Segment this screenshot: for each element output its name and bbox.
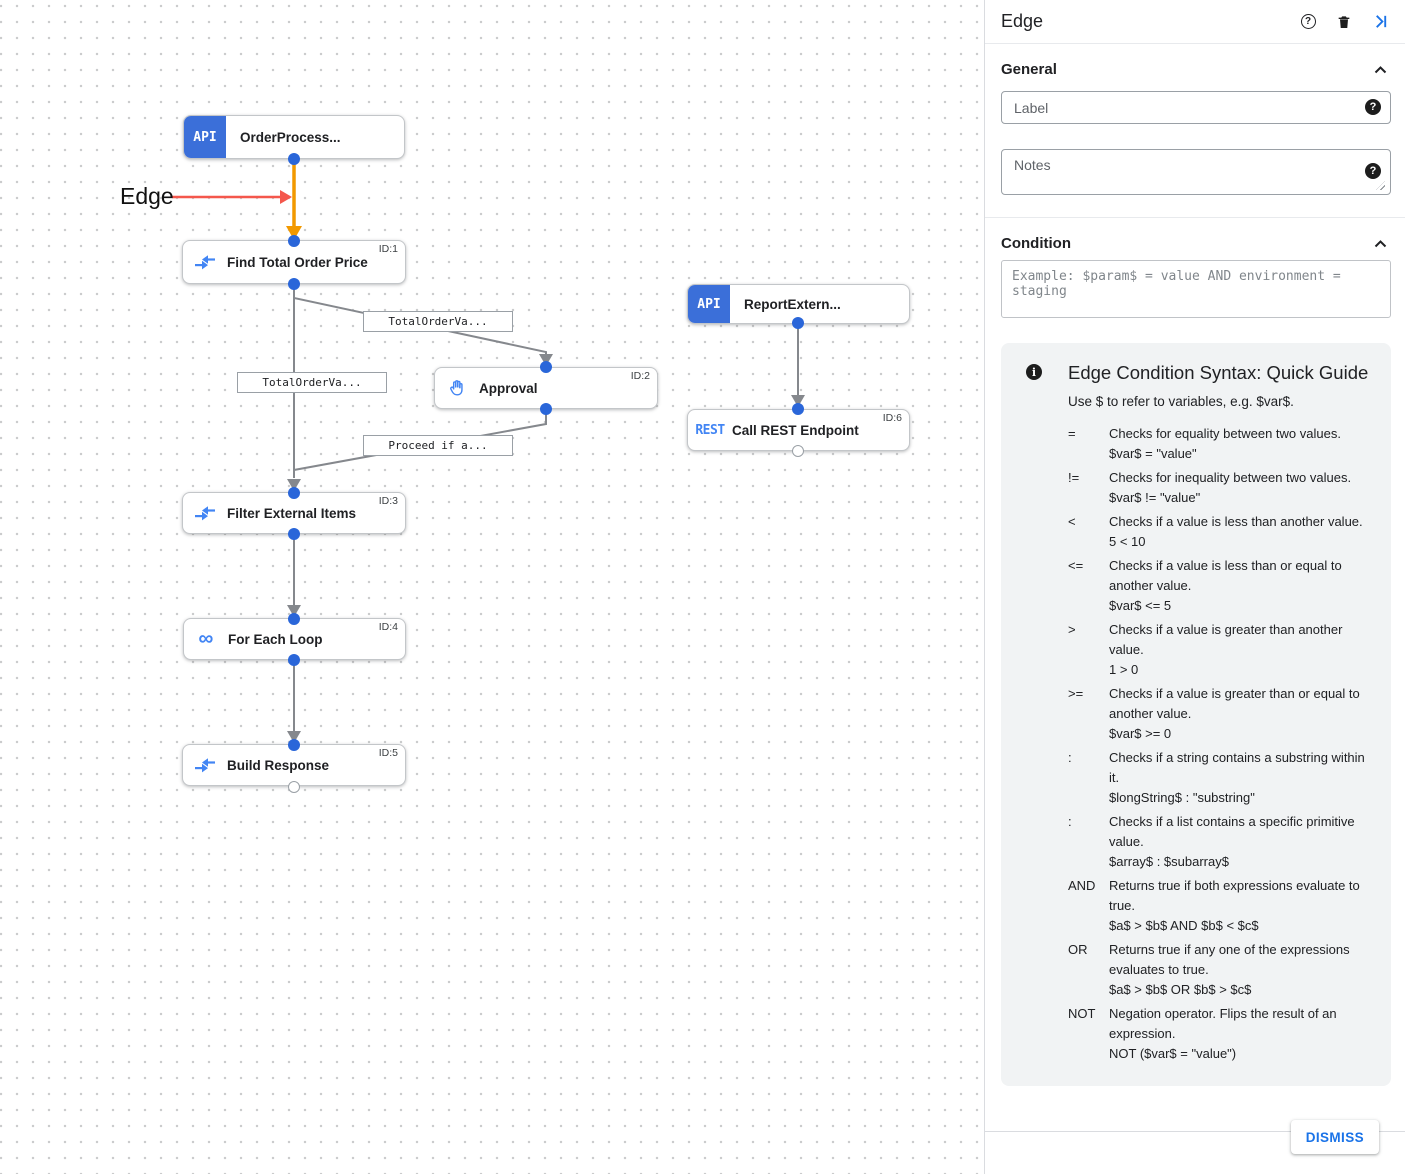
node-id-badge: ID:4: [378, 621, 398, 633]
label-help-icon[interactable]: ?: [1365, 99, 1381, 115]
annotation-arrow: [172, 190, 292, 204]
edges-layer: [172, 161, 805, 743]
label-input[interactable]: [1001, 91, 1391, 124]
edge-arrowheads: [287, 354, 805, 743]
section-divider: [985, 217, 1405, 218]
node-find-total-order-price[interactable]: ID:1 Find Total Order Price: [182, 240, 406, 284]
guide-rule: >Checks if a value is greater than anoth…: [1068, 622, 1343, 677]
label-field-wrap: ?: [1001, 91, 1391, 124]
node-title: Approval: [479, 380, 538, 396]
node-title: Call REST Endpoint: [732, 422, 859, 438]
connector-foreach-out[interactable]: [288, 654, 300, 666]
node-id-badge: ID:5: [378, 747, 398, 759]
node-call-rest-endpoint[interactable]: ID:6 REST Call REST Endpoint: [687, 409, 910, 451]
guide-rule: :Checks if a string contains a substring…: [1068, 750, 1365, 805]
node-title: For Each Loop: [228, 631, 323, 647]
edge-label-to-filter[interactable]: TotalOrderVa...: [237, 372, 387, 393]
footer-divider: [985, 1131, 1405, 1132]
connector-filter-out[interactable]: [288, 528, 300, 540]
guide-rules: =Checks for equality between two values.…: [1068, 424, 1377, 1064]
data-mapping-icon: [183, 757, 227, 773]
edge-label-from-approval[interactable]: Proceed if a...: [363, 435, 513, 456]
connector-filter-in[interactable]: [288, 487, 300, 499]
node-title: ReportExtern...: [744, 296, 841, 312]
chevron-up-icon[interactable]: [1374, 239, 1387, 248]
connector-find-in[interactable]: [288, 235, 300, 247]
delete-icon[interactable]: [1335, 13, 1353, 31]
notes-help-icon[interactable]: ?: [1365, 163, 1381, 179]
condition-field-wrap: [1001, 260, 1391, 318]
api-trigger-icon: API: [688, 285, 730, 323]
data-mapping-icon: [183, 254, 227, 270]
node-title: Find Total Order Price: [227, 254, 368, 270]
help-icon[interactable]: ?: [1299, 13, 1317, 31]
edge-selected[interactable]: [286, 161, 302, 240]
connector-rest-out-open[interactable]: [792, 445, 804, 457]
condition-syntax-guide: i Edge Condition Syntax: Quick Guide Use…: [1001, 343, 1391, 1086]
guide-rule: >=Checks if a value is greater than or e…: [1068, 686, 1360, 741]
rest-icon: REST: [695, 422, 725, 438]
info-icon: i: [1026, 364, 1042, 380]
node-title: Filter External Items: [227, 505, 357, 521]
dismiss-button[interactable]: DISMISS: [1290, 1120, 1379, 1154]
node-filter-external-items[interactable]: ID:3 Filter External Items: [182, 492, 406, 534]
guide-subtitle: Use $ to refer to variables, e.g. $var$.: [1068, 394, 1294, 409]
collapse-panel-icon[interactable]: [1371, 13, 1389, 31]
annotation-edge-label: Edge: [120, 183, 174, 209]
node-title: Build Response: [227, 757, 330, 773]
edge-properties-panel: Edge ? General ? ? Condition i Edge Cond…: [985, 0, 1405, 1174]
edge-label-to-approval[interactable]: TotalOrderVa...: [363, 311, 513, 332]
panel-header: Edge ?: [985, 0, 1405, 44]
guide-rule: !=Checks for inequality between two valu…: [1068, 470, 1352, 505]
approval-hand-icon: [435, 379, 479, 398]
node-title: OrderProcess...: [240, 129, 341, 145]
guide-rule: <=Checks if a value is less than or equa…: [1068, 558, 1342, 613]
node-order-process[interactable]: API OrderProcess...: [183, 115, 405, 159]
connector-order-out[interactable]: [288, 153, 300, 165]
guide-rule: <Checks if a value is less than another …: [1068, 514, 1363, 549]
api-trigger-icon: API: [184, 116, 226, 158]
workflow-canvas[interactable]: Edge API OrderProcess... ID:1 Find Total…: [0, 0, 985, 1174]
connector-approval-in[interactable]: [540, 361, 552, 373]
chevron-up-icon[interactable]: [1374, 65, 1387, 74]
connector-report-out[interactable]: [792, 317, 804, 329]
node-id-badge: ID:3: [378, 495, 398, 507]
notes-field-wrap: ?: [1001, 149, 1391, 195]
node-id-badge: ID:6: [882, 412, 902, 424]
section-condition[interactable]: Condition: [985, 235, 1405, 252]
connector-find-out[interactable]: [288, 278, 300, 290]
node-for-each-loop[interactable]: ID:4 ∞ For Each Loop: [183, 618, 406, 660]
guide-title: Edge Condition Syntax: Quick Guide: [1068, 362, 1369, 383]
data-mapping-icon: [183, 505, 227, 521]
connector-approval-out[interactable]: [540, 403, 552, 415]
condition-input[interactable]: [1001, 260, 1391, 318]
connector-build-in[interactable]: [288, 739, 300, 751]
guide-rule: :Checks if a list contains a specific pr…: [1068, 814, 1355, 869]
node-approval[interactable]: ID:2 Approval: [434, 367, 658, 409]
node-id-badge: ID:1: [378, 243, 398, 255]
node-id-badge: ID:2: [630, 370, 650, 382]
notes-input[interactable]: [1001, 149, 1391, 195]
connector-build-out-open[interactable]: [288, 781, 300, 793]
section-general[interactable]: General: [985, 61, 1405, 78]
resize-handle-icon[interactable]: [1376, 181, 1385, 190]
connector-foreach-in[interactable]: [288, 613, 300, 625]
loop-icon: ∞: [198, 627, 214, 650]
guide-rule: =Checks for equality between two values.…: [1068, 426, 1341, 461]
panel-title: Edge: [1001, 11, 1044, 31]
connector-rest-in[interactable]: [792, 403, 804, 415]
